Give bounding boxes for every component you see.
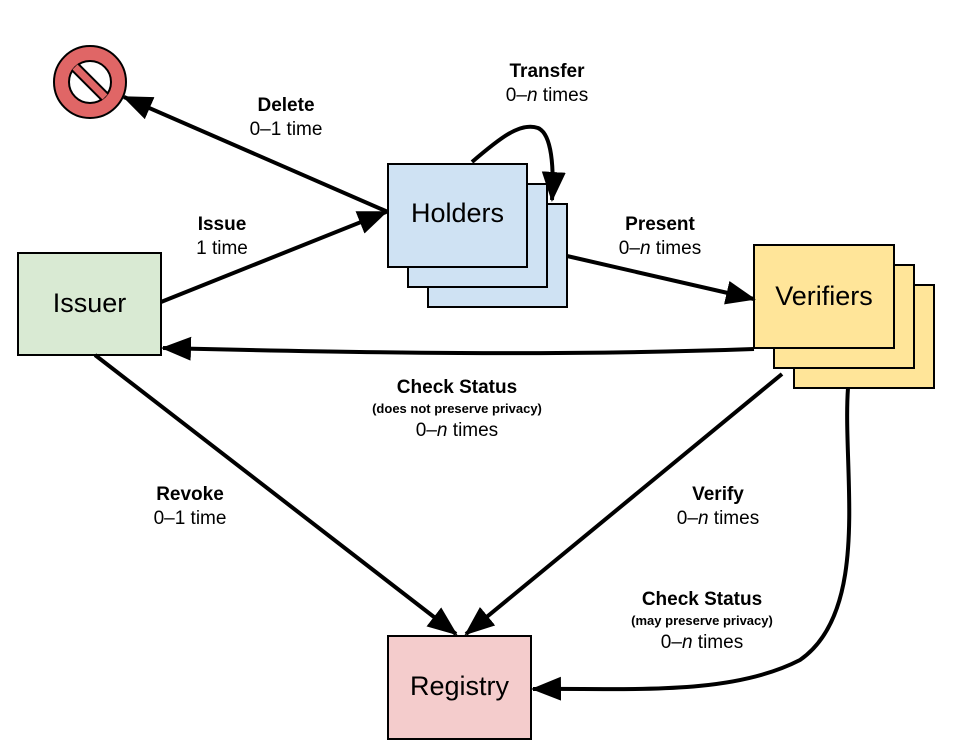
- present-edge-label: Present 0–n times: [619, 213, 701, 261]
- registry-label: Registry: [409, 671, 510, 701]
- verify-arrow: [464, 372, 784, 636]
- revoke-edge-label: Revoke 0–1 time: [154, 483, 227, 531]
- check-status-issuer-edge-label: Check Status (does not preserve privacy)…: [372, 376, 542, 442]
- issuer-label: Issuer: [52, 288, 127, 318]
- transfer-action: Transfer: [509, 61, 585, 82]
- check-status-issuer-count: 0–n times: [415, 419, 499, 441]
- delete-count: 0–1 time: [249, 118, 323, 140]
- issue-arrow: [160, 210, 388, 304]
- delete-edge-label: Delete 0–1 time: [250, 94, 323, 142]
- check-status-registry-count: 0–n times: [660, 631, 744, 653]
- delete-action: Delete: [257, 95, 315, 116]
- present-arrow: [566, 254, 756, 305]
- present-count: 0–n times: [618, 237, 702, 259]
- transfer-count: 0–n times: [505, 84, 589, 106]
- issuer-node: [17, 252, 162, 356]
- check-status-issuer-note: (does not preserve privacy): [372, 400, 542, 416]
- revoke-action: Revoke: [156, 484, 224, 505]
- check-status-registry-edge-label: Check Status (may preserve privacy) 0–n …: [631, 588, 773, 654]
- verify-edge-label: Verify 0–n times: [677, 483, 759, 531]
- delete-arrow: [122, 95, 389, 214]
- prohibited-icon: [53, 45, 127, 119]
- issue-action: Issue: [197, 214, 247, 235]
- check-status-registry-arrow: [531, 387, 852, 701]
- holders-node: [387, 163, 568, 308]
- check-status-issuer-action: Check Status: [396, 377, 518, 398]
- check-status-registry-action: Check Status: [641, 589, 763, 610]
- revoke-arrow: [93, 353, 458, 636]
- issue-edge-label: Issue 1 time: [196, 213, 248, 261]
- present-action: Present: [625, 214, 695, 235]
- verifiers-node: [753, 244, 935, 389]
- check-status-issuer-arrow: [161, 336, 755, 361]
- issue-count: 1 time: [196, 237, 248, 259]
- verify-count: 0–n times: [676, 507, 760, 529]
- holders-label: Holders: [410, 198, 505, 228]
- verify-action: Verify: [692, 484, 744, 505]
- transfer-edge-label: Transfer 0–n times: [506, 60, 588, 108]
- check-status-registry-note: (may preserve privacy): [631, 612, 773, 628]
- transfer-arrow: [470, 124, 566, 202]
- verifiers-label: Verifiers: [775, 281, 873, 311]
- revoke-count: 0–1 time: [153, 507, 227, 529]
- registry-node: [387, 635, 532, 740]
